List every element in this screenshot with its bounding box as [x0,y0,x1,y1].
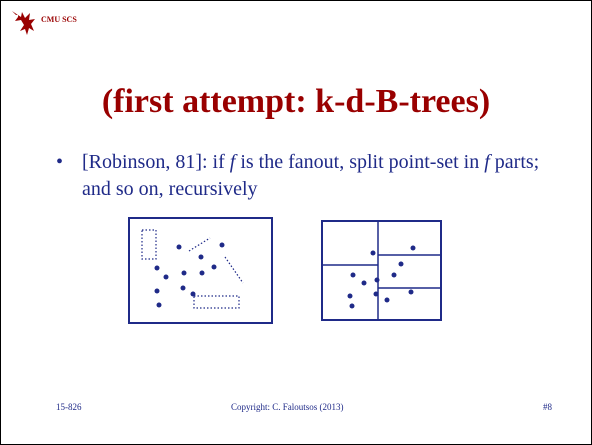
bullet-text-middle: is the fanout, split point-set in [235,151,485,173]
partition-frame [321,220,442,321]
data-point [361,280,367,286]
bullet-marker: • [56,151,64,173]
data-point [180,285,186,291]
data-point [384,297,390,303]
data-point [410,245,416,251]
dotted-line-top [188,237,211,252]
diagram-frame [128,217,273,324]
data-point [349,303,355,309]
data-point [190,291,196,297]
data-point [154,265,160,271]
data-point [370,250,376,256]
slide-title: (first attempt: k-d-B-trees) [101,83,491,120]
footer-course-number: 15-826 [56,402,82,412]
point-groups-diagram [128,217,273,324]
data-point [198,254,204,260]
data-point [350,272,356,278]
header-label: CMU SCS [41,15,77,24]
bullet-var-f-2: f [484,151,490,173]
bullet-text-prefix: [Robinson, 81]: if [82,151,230,173]
data-point [373,291,379,297]
data-point [181,270,187,276]
cmu-dragon-logo-icon [12,11,35,35]
footer-slide-number: #8 [543,402,552,412]
data-point [156,302,162,308]
data-point [398,261,404,267]
bullet-text: [Robinson, 81]: if f is the fanout, spli… [82,149,562,203]
bullet-var-f: f [229,151,236,173]
data-point [391,272,397,278]
dotted-box-bottom [193,295,240,309]
data-point [211,264,217,270]
data-point [154,288,160,294]
bullet-text-suffix: parts; and so on, recursively [82,151,540,200]
data-point [374,277,380,283]
data-point [408,289,414,295]
data-point [219,242,225,248]
dotted-line-diagonal [224,256,244,284]
data-point [347,293,353,299]
data-point [199,270,205,276]
footer-copyright: Copyright: C. Faloutsos (2013) [231,402,344,412]
data-point [163,274,169,280]
dotted-box-left [141,229,157,260]
data-point [176,244,182,250]
kdb-partition-diagram [321,220,442,321]
